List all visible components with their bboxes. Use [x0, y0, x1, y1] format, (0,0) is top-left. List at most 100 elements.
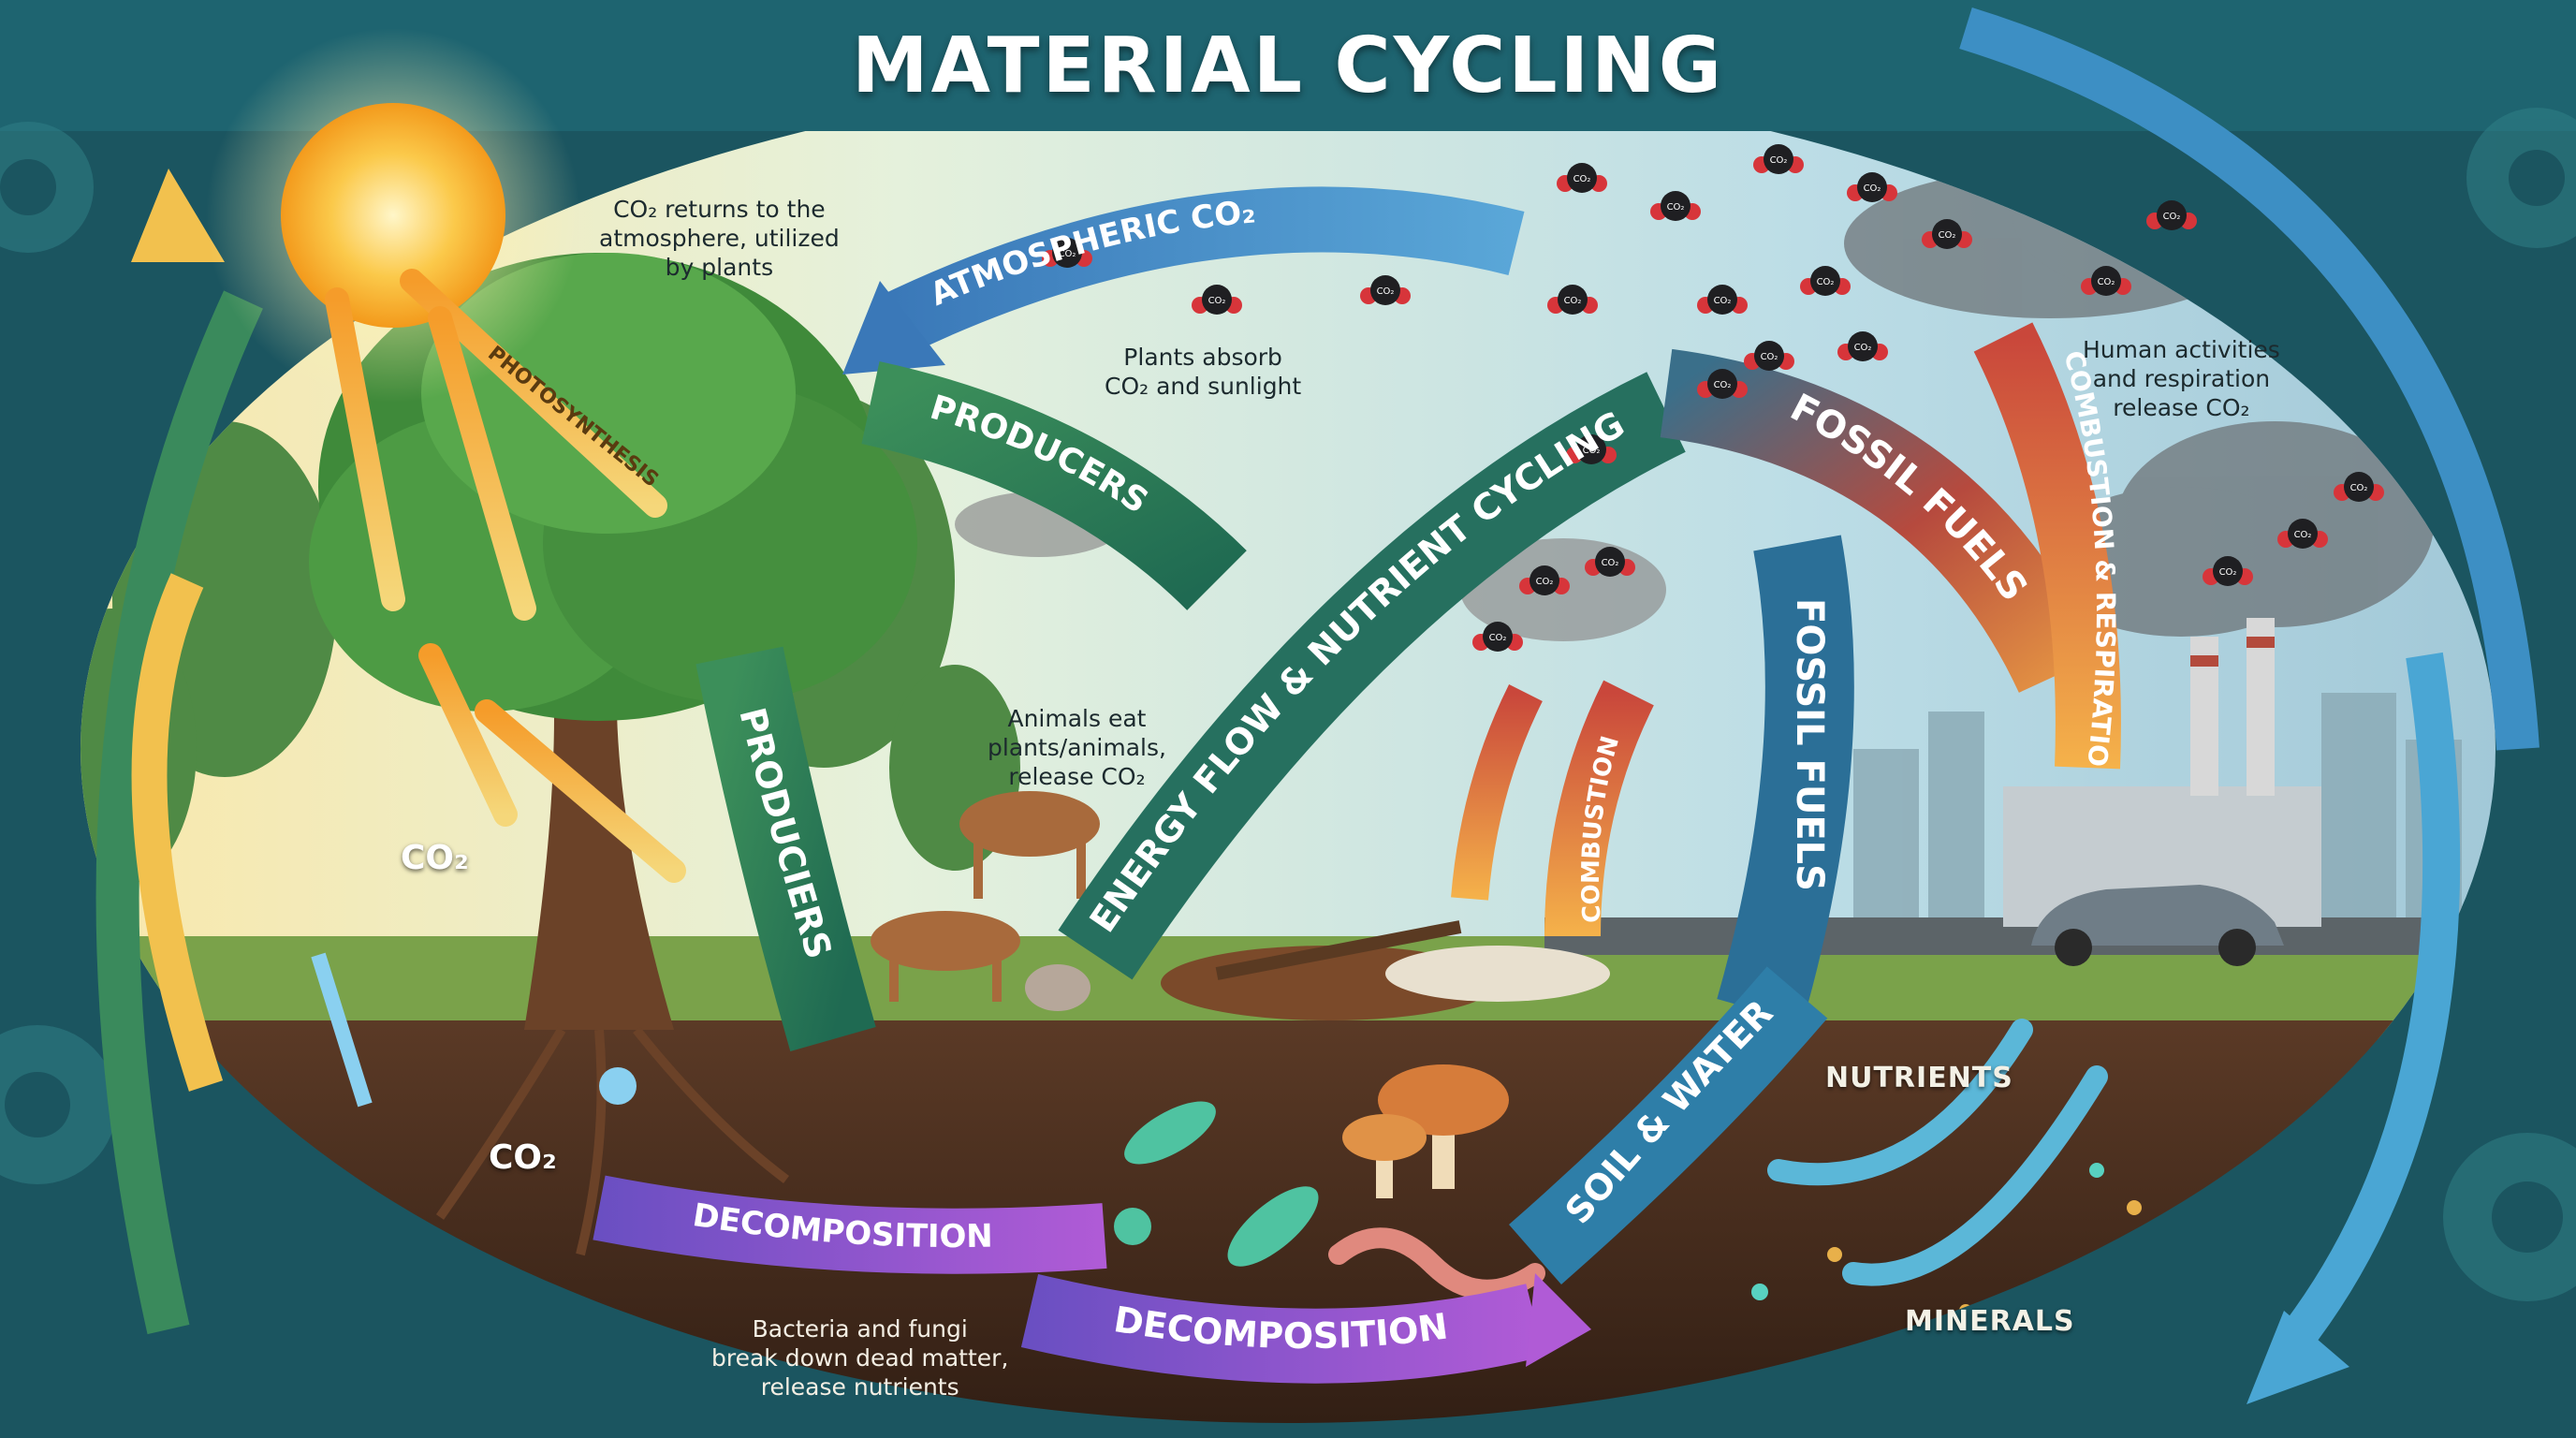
co2-molecule-label: CO₂ — [1602, 558, 1619, 568]
deer — [871, 791, 1100, 1002]
co2-molecule-label: CO₂ — [2350, 483, 2368, 493]
co2-molecule-icon: CO₂ — [1042, 238, 1092, 268]
co2-molecule-icon: CO₂ — [1837, 331, 1888, 361]
co2-molecule-label: CO₂ — [2294, 530, 2312, 540]
gear-icons — [0, 108, 2576, 1301]
co2-molecule-icon: CO₂ — [1566, 434, 1617, 464]
note-line: by plants — [665, 254, 774, 281]
note-line: CO₂ returns to the — [613, 196, 826, 223]
outer-right-arrow — [1959, 7, 2539, 751]
co2-molecule-icon: CO₂ — [1697, 369, 1748, 399]
co2-molecule-icon: CO₂ — [1697, 285, 1748, 315]
co2-molecule-label: CO₂ — [1817, 277, 1835, 287]
co2-roots-label: CO₂ — [489, 1138, 557, 1177]
nutrients-label: NUTRIENTS — [1825, 1062, 2013, 1094]
page-title: MATERIAL CYCLING — [851, 21, 1725, 110]
outer-left-yellow-arrow — [131, 573, 224, 1092]
combustion-small-arrow — [1451, 684, 1543, 901]
arrowhead — [842, 281, 945, 374]
rabbit — [1025, 964, 1090, 1011]
sun-ray-arrows — [325, 269, 686, 883]
outer-left-arrow — [95, 290, 263, 1335]
note-line: release nutrients — [760, 1373, 959, 1401]
note-line: release CO₂ — [2113, 394, 2250, 421]
note-line: break down dead matter, — [711, 1344, 1009, 1372]
co2-molecule-icon: CO₂ — [2081, 266, 2131, 296]
combustion-arrow — [1544, 680, 1654, 937]
co2-molecule-icon: CO₂ — [1547, 285, 1598, 315]
co2-molecule-label: CO₂ — [1536, 577, 1554, 587]
soil-water-band — [1509, 966, 1828, 1284]
co2-molecule-label: CO₂ — [1939, 230, 1956, 241]
factory — [2003, 618, 2321, 927]
co2-molecule-icon: CO₂ — [1519, 565, 1570, 595]
fossil-fuels-vertical-band — [1717, 535, 1854, 1024]
note-line: Animals eat — [1007, 705, 1147, 732]
note-line: CO₂ and sunlight — [1105, 373, 1302, 400]
co2-molecule-icon: CO₂ — [1744, 341, 1794, 371]
co2-molecules: CO₂ CO₂ CO₂ CO₂ CO₂ CO₂ CO₂ CO₂ CO₂ CO₂ CO₂ CO₂ CO₂ C… — [1042, 144, 2384, 652]
co2-molecule-label: CO₂ — [2098, 277, 2115, 287]
note-line: Plants absorb — [1123, 344, 1282, 371]
co2-molecule-label: CO₂ — [1667, 202, 1685, 213]
fossil-fuels-band — [1660, 348, 2100, 694]
combustion-respiration-arrow — [1973, 322, 2121, 770]
water-droplet-icon — [599, 1067, 637, 1105]
gear-icon — [2443, 1133, 2576, 1301]
co2-molecule-icon: CO₂ — [1650, 191, 1701, 221]
co2-molecule-icon: CO₂ — [2203, 556, 2253, 586]
note-line: and respiration — [2092, 365, 2271, 392]
co2-molecule-label: CO₂ — [1564, 296, 1582, 306]
note-human-activities: Human activities and respiration release… — [2083, 335, 2280, 422]
arrowhead — [131, 169, 225, 262]
producers-top-band — [861, 361, 1247, 611]
minerals-label: MINERALS — [1905, 1305, 2075, 1338]
worm — [1328, 1227, 1545, 1300]
co2-molecule-icon: CO₂ — [2146, 200, 2197, 230]
note-line: release CO₂ — [1008, 763, 1146, 790]
co2-molecule-icon: CO₂ — [1922, 219, 1972, 249]
co2-molecule-label: CO₂ — [1854, 343, 1872, 353]
outer-right-lower-arrow — [2287, 652, 2461, 1341]
note-line: Bacteria and fungi — [752, 1315, 968, 1343]
note-bacteria-fungi: Bacteria and fungi break down dead matte… — [711, 1314, 1008, 1401]
car — [2031, 885, 2284, 966]
bacteria — [1114, 1101, 1319, 1267]
co2-molecule-icon: CO₂ — [1360, 275, 1411, 305]
co2-molecule-label: CO₂ — [1714, 380, 1732, 390]
co2-molecule-icon: CO₂ — [1753, 144, 1804, 174]
note-co2-returns: CO₂ returns to the atmosphere, utilized … — [599, 195, 840, 282]
co2-molecule-label: CO₂ — [1059, 249, 1076, 259]
decomposition-left-band — [593, 1175, 1107, 1274]
co2-left-label: CO₂ — [401, 839, 469, 877]
fungi — [1342, 1064, 1509, 1198]
co2-molecule-label: CO₂ — [1208, 296, 1226, 306]
co2-molecule-icon: CO₂ — [1800, 266, 1851, 296]
fossil-fuels-vertical-label: FOSSIL FUELS — [1788, 598, 1831, 891]
co2-molecule-icon: CO₂ — [1192, 285, 1242, 315]
nutrient-arrows — [1767, 1019, 2108, 1286]
arrowhead — [1526, 1273, 1591, 1367]
co2-molecule-icon: CO₂ — [1585, 547, 1635, 577]
co2-molecule-label: CO₂ — [2163, 212, 2181, 222]
co2-molecule-label: CO₂ — [1770, 155, 1788, 166]
co2-molecule-label: CO₂ — [1864, 183, 1881, 194]
atmospheric-co2-band — [874, 186, 1525, 358]
gear-icon — [0, 1025, 117, 1184]
decomposition-bottom-band — [1020, 1274, 1544, 1384]
co2-molecule-icon: CO₂ — [1847, 172, 1897, 202]
note-plants-absorb: Plants absorb CO₂ and sunlight — [1105, 343, 1301, 401]
co2-molecule-label: CO₂ — [1489, 633, 1507, 643]
co2-molecule-icon: CO₂ — [2334, 472, 2384, 502]
co2-molecule-label: CO₂ — [1573, 174, 1591, 184]
note-animals-eat: Animals eat plants/animals, release CO₂ — [988, 704, 1166, 791]
title-bar: MATERIAL CYCLING — [0, 0, 2576, 131]
co2-molecule-icon: CO₂ — [1557, 163, 1607, 193]
dead-matter — [1161, 920, 1610, 1020]
water-arrow — [311, 952, 373, 1108]
note-line: atmosphere, utilized — [599, 225, 840, 252]
co2-molecule-icon: CO₂ — [2277, 519, 2328, 549]
arrowhead — [2247, 1311, 2349, 1404]
